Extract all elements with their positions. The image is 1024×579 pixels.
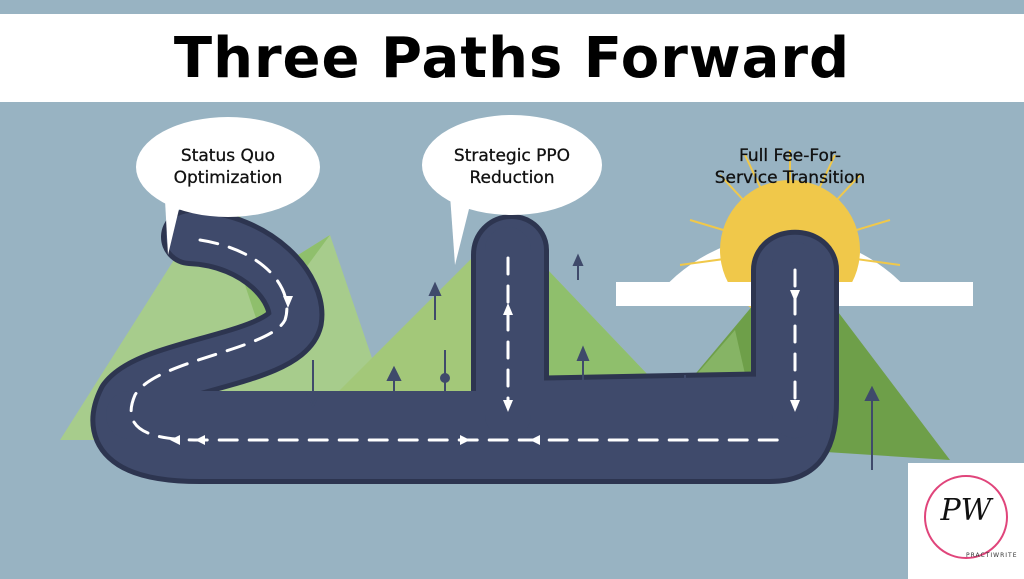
arrow-up-icon: [503, 303, 513, 315]
path-label-line: Service Transition: [714, 168, 866, 188]
path-label-line: Optimization: [173, 168, 283, 188]
path-label-status-quo: Status Quo Optimization: [148, 145, 308, 189]
path-label-line: Reduction: [469, 168, 555, 188]
bubble-tail-center: [450, 195, 470, 265]
path-label-line: Full Fee-For-: [739, 146, 841, 166]
path-label-ppo-reduction: Strategic PPO Reduction: [432, 145, 592, 189]
arrow-up-icon: [428, 281, 442, 296]
arrow-left-icon: [530, 435, 540, 445]
bubble-tail-left: [165, 200, 180, 255]
practiwrite-logo: PW PRACTIWRITE: [908, 463, 1024, 579]
arrow-down-icon: [283, 296, 293, 308]
arrow-down-icon: [790, 290, 800, 302]
arrow-up-icon: [864, 385, 880, 401]
logo-monogram: PW: [940, 493, 992, 528]
bubble-status-quo: [136, 117, 320, 217]
path-label-fee-for-service: Full Fee-For- Service Transition: [695, 145, 885, 189]
road-arrows: [170, 290, 800, 445]
arrow-down-icon: [790, 400, 800, 412]
speech-bubbles: [136, 115, 602, 265]
path-label-line: Status Quo: [180, 146, 276, 166]
title-banner: Three Paths Forward: [0, 14, 1024, 102]
arrow-right-icon: [460, 435, 470, 445]
arrow-up-icon: [572, 253, 584, 266]
logo-wordmark: PRACTIWRITE: [966, 552, 1018, 559]
arrow-up-icon: [576, 345, 590, 361]
arrow-down-icon: [306, 394, 320, 409]
arrow-right-icon: [170, 435, 180, 445]
arrow-up-icon: [386, 365, 402, 381]
path-label-line: Strategic PPO: [453, 146, 571, 166]
arrow-down-icon: [503, 400, 513, 412]
logo-ring: [924, 475, 1008, 559]
signposts: [306, 253, 880, 470]
arrow-left-icon: [195, 435, 205, 445]
page-title: Three Paths Forward: [173, 25, 851, 91]
bubble-ppo: [422, 115, 602, 215]
